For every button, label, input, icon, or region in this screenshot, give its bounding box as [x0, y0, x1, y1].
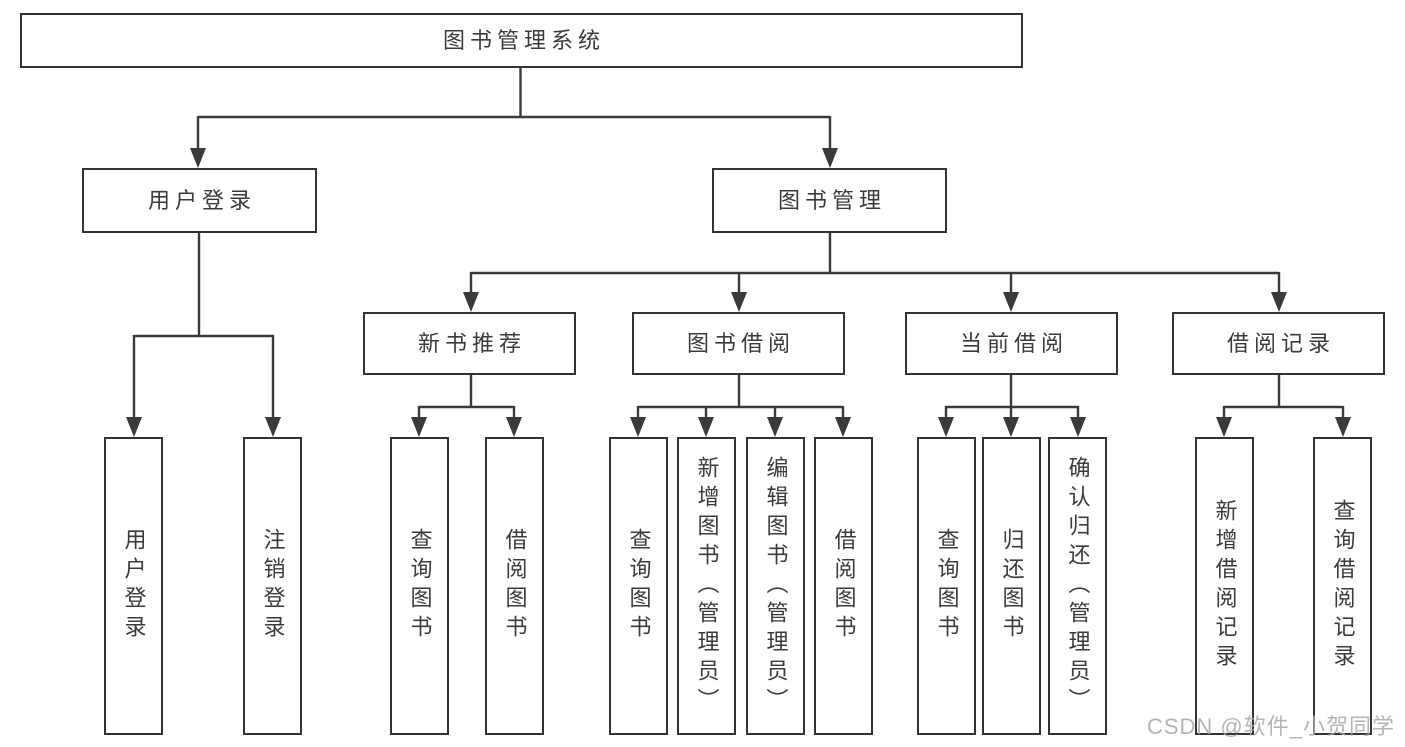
node-label: 用户登录 — [121, 528, 147, 644]
node-label: 新增借阅记录 — [1212, 499, 1238, 673]
node-borrowing-records: 借阅记录 — [1172, 312, 1385, 375]
leaf-current-query-books: 查询图书 — [917, 437, 976, 735]
leaf-current-return-books: 归还图书 — [982, 437, 1041, 735]
node-user-login: 用户登录 — [82, 168, 317, 233]
node-label: 新增图书（管理员） — [694, 455, 720, 717]
leaf-borrowing-add-book-admin: 新增图书（管理员） — [677, 437, 736, 735]
node-label: 图书管理系统 — [442, 27, 605, 53]
leaf-current-confirm-return-admin: 确认归还（管理员） — [1048, 437, 1107, 735]
node-label: 注销登录 — [260, 528, 286, 644]
node-book-management: 图书管理 — [712, 168, 947, 233]
node-label: 编辑图书（管理员） — [763, 455, 789, 717]
node-label: 查询图书 — [407, 528, 433, 644]
leaf-records-add-borrow-record: 新增借阅记录 — [1195, 437, 1254, 735]
leaf-borrowing-borrow-books: 借阅图书 — [814, 437, 873, 735]
node-label: 归还图书 — [999, 528, 1025, 644]
node-label: 确认归还（管理员） — [1065, 455, 1091, 717]
node-current-borrowing: 当前借阅 — [905, 312, 1118, 375]
node-label: 查询图书 — [626, 528, 652, 644]
leaf-borrowing-edit-book-admin: 编辑图书（管理员） — [746, 437, 805, 735]
node-label: 新书推荐 — [417, 330, 526, 356]
leaf-logout: 注销登录 — [243, 437, 302, 735]
node-label: 查询图书 — [934, 528, 960, 644]
leaf-recommend-borrow-books: 借阅图书 — [485, 437, 544, 735]
node-new-book-recommendation: 新书推荐 — [363, 312, 576, 375]
node-library-system: 图书管理系统 — [20, 13, 1023, 68]
node-book-borrowing: 图书借阅 — [632, 312, 845, 375]
node-label: 用户登录 — [147, 187, 256, 213]
csdn-watermark: CSDN @软件_小贺同学 — [1146, 714, 1395, 739]
node-label: 查询借阅记录 — [1330, 499, 1356, 673]
node-label: 当前借阅 — [959, 330, 1068, 356]
node-label: 图书借阅 — [686, 330, 795, 356]
node-label: 借阅图书 — [502, 528, 528, 644]
node-label: 借阅图书 — [831, 528, 857, 644]
leaf-records-query-borrow-record: 查询借阅记录 — [1313, 437, 1372, 735]
node-label: 图书管理 — [777, 187, 886, 213]
leaf-recommend-query-books: 查询图书 — [390, 437, 449, 735]
node-label: 借阅记录 — [1226, 330, 1335, 356]
leaf-user-login: 用户登录 — [104, 437, 163, 735]
leaf-borrowing-query-books: 查询图书 — [609, 437, 668, 735]
